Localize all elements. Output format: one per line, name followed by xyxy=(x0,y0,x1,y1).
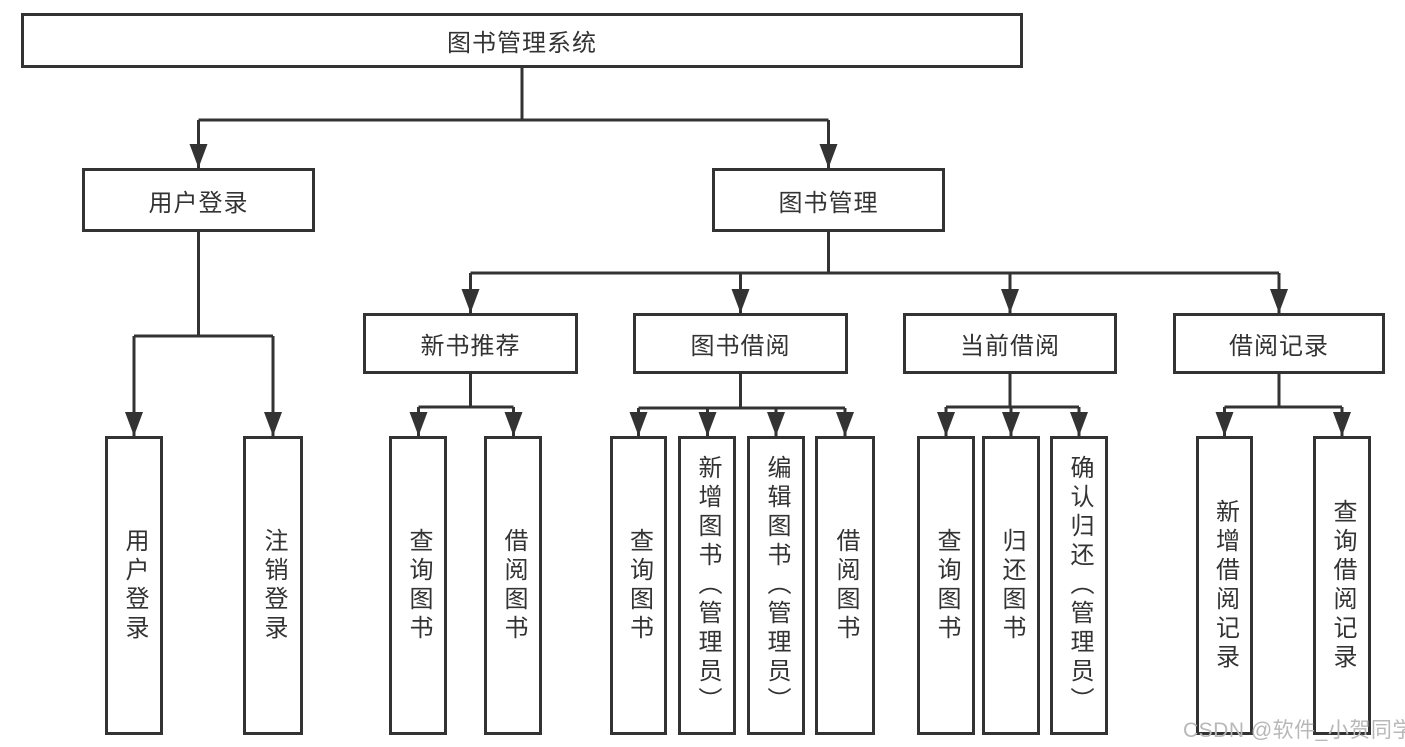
node-label: 图书借阅 xyxy=(690,333,791,360)
leaf-borrow-books: 借阅图书 xyxy=(484,436,542,735)
leaf-edit-book-admin: 编辑图书（管理员） xyxy=(747,436,805,735)
leaf-label: 新增借阅记录 xyxy=(1211,498,1239,673)
leaf-label: 注销登录 xyxy=(260,527,287,644)
leaf-add-book-admin: 新增图书（管理员） xyxy=(678,436,736,735)
node-user-login: 用户登录 xyxy=(82,168,315,232)
leaf-label: 借阅图书 xyxy=(500,527,527,644)
leaf-label: 确认归还（管理员） xyxy=(1066,455,1093,716)
leaf-label: 借阅图书 xyxy=(832,527,859,644)
leaf-query-borrow-record: 查询借阅记录 xyxy=(1313,436,1371,735)
leaf-label: 编辑图书（管理员） xyxy=(763,455,790,716)
leaf-label: 查询图书 xyxy=(405,527,432,644)
leaf-borrow-books-2: 借阅图书 xyxy=(815,436,875,735)
leaf-label: 用户登录 xyxy=(121,527,148,644)
leaf-query-books-3: 查询图书 xyxy=(917,436,975,735)
node-label: 用户登录 xyxy=(148,189,249,217)
leaf-label: 归还图书 xyxy=(998,527,1025,644)
leaf-label: 新增图书（管理员） xyxy=(694,455,721,716)
node-label: 图书管理 xyxy=(778,189,879,217)
leaf-label: 查询图书 xyxy=(625,527,653,644)
leaf-query-books-2: 查询图书 xyxy=(610,436,667,735)
leaf-label: 查询借阅记录 xyxy=(1329,498,1356,673)
leaf-user-login: 用户登录 xyxy=(105,436,163,735)
node-label: 借阅记录 xyxy=(1229,333,1329,360)
node-label: 新书推荐 xyxy=(420,333,521,360)
leaf-label: 查询图书 xyxy=(933,527,960,644)
leaf-return-books: 归还图书 xyxy=(982,436,1040,735)
node-label: 图书管理系统 xyxy=(447,30,597,57)
leaf-confirm-return-admin: 确认归还（管理员） xyxy=(1050,436,1108,735)
node-book-borrowing: 图书借阅 xyxy=(633,313,848,374)
leaf-logout-login: 注销登录 xyxy=(243,436,303,735)
leaf-query-books: 查询图书 xyxy=(389,436,447,735)
leaf-add-borrow-record: 新增借阅记录 xyxy=(1196,436,1253,735)
node-book-management: 图书管理 xyxy=(712,168,945,232)
node-borrowing-records: 借阅记录 xyxy=(1173,313,1385,374)
node-library-management-system: 图书管理系统 xyxy=(21,13,1023,68)
node-current-borrowing: 当前借阅 xyxy=(903,313,1117,374)
node-new-book-recommendation: 新书推荐 xyxy=(363,313,578,374)
csdn-watermark: CSDN @软件_小贺同学 xyxy=(1183,719,1405,742)
node-label: 当前借阅 xyxy=(960,333,1060,360)
